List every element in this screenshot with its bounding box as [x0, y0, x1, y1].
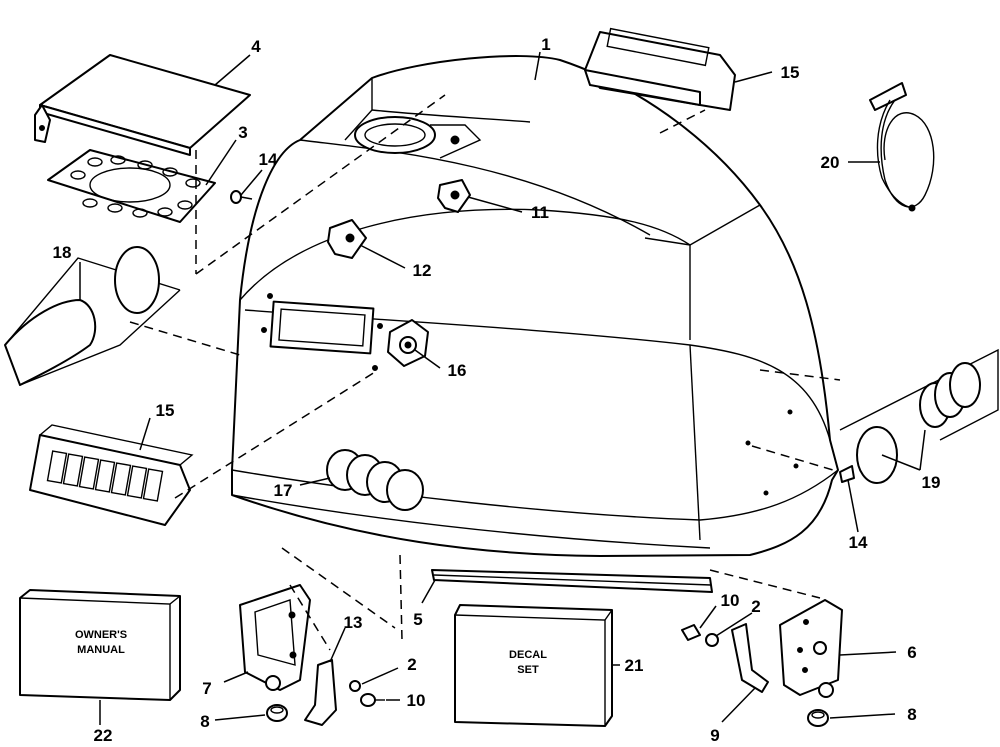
callout-11: 11: [531, 203, 549, 222]
callout-leaders: [79, 51, 926, 725]
callout-7: 7: [202, 679, 211, 698]
screw-part-14-right: [839, 465, 855, 483]
callout-9: 9: [710, 726, 719, 745]
callout-8-right: 8: [907, 705, 916, 724]
callout-10-center: 10: [407, 691, 426, 710]
callout-15-bottom: 15: [156, 401, 175, 420]
callout-5: 5: [413, 610, 422, 629]
callout-14-right: 14: [849, 533, 868, 552]
grommet-part-8-right: [807, 709, 829, 727]
seal-part-19: [839, 348, 999, 484]
vent-grille-part-15-bottom: [29, 424, 194, 526]
callout-20: 20: [821, 153, 840, 172]
top-cover-part-4: [34, 54, 251, 156]
callout-21: 21: [625, 656, 644, 675]
screw-part-10-center: [360, 693, 385, 707]
engine-cover-part-1: [231, 55, 839, 557]
callout-3: 3: [238, 123, 247, 142]
callout-14-top: 14: [259, 150, 278, 169]
decal-set-part-21: DECAL SET: [454, 604, 613, 727]
owners-manual-label-line1: OWNER'S: [75, 629, 127, 641]
callout-2-center: 2: [407, 655, 416, 674]
plugs-part-17: [326, 449, 424, 511]
callout-1: 1: [541, 35, 550, 54]
grommet-part-8-left: [266, 704, 288, 722]
sleeve-part-18: [4, 246, 181, 386]
owners-manual-label-line2: MANUAL: [77, 644, 125, 656]
callout-22: 22: [94, 726, 113, 745]
callout-16: 16: [448, 361, 467, 380]
callout-17: 17: [274, 481, 293, 500]
plate-bracket-part-6: [779, 599, 843, 698]
bracket-part-7: [239, 584, 311, 691]
callout-2-right: 2: [751, 597, 760, 616]
callout-19: 19: [922, 473, 941, 492]
decal-set-label-line2: SET: [517, 664, 539, 676]
rubber-strip-part-5: [431, 569, 713, 593]
screw-part-14-left: [230, 190, 253, 204]
callout-13: 13: [344, 613, 363, 632]
callout-numbers: 1 4 3 14 15 20 11 12 16 18 15 17 19 14 5…: [53, 35, 941, 745]
vent-grille-part-15-top: [584, 27, 736, 111]
callout-10-right: 10: [721, 591, 740, 610]
callout-12: 12: [413, 261, 432, 280]
callout-6: 6: [907, 643, 916, 662]
washer-part-2-right: [705, 633, 719, 647]
callout-4: 4: [251, 37, 261, 56]
decal-set-label-line1: DECAL: [509, 649, 547, 661]
washer-part-2-center: [349, 680, 361, 692]
star-knob-part-12: [327, 219, 367, 259]
assembly-guide-lines: [129, 94, 841, 651]
angle-bracket-part-9: [731, 623, 769, 693]
callout-18: 18: [53, 243, 72, 262]
callout-8-left: 8: [200, 712, 209, 731]
callout-15-top: 15: [781, 63, 800, 82]
gasket-plate-part-3: [47, 149, 216, 223]
clip-part-13: [304, 659, 337, 726]
screw-part-10-right: [681, 624, 701, 641]
star-knob-part-16: [387, 319, 429, 367]
owners-manual-part-22: OWNER'S MANUAL: [19, 589, 181, 701]
star-knob-part-11: [437, 179, 471, 213]
cable-part-20: [869, 82, 935, 212]
